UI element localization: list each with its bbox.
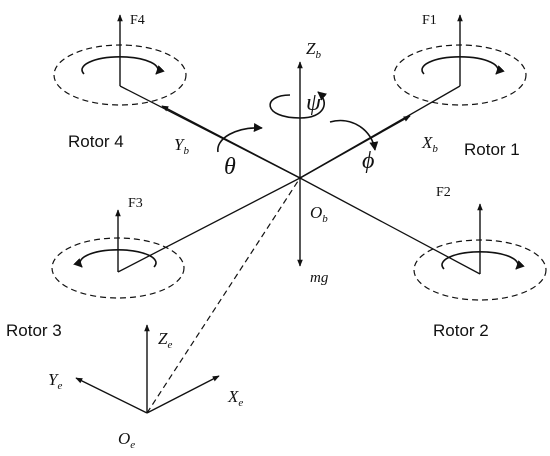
yaw-label: ψ	[306, 90, 322, 116]
ob-label: Ob	[310, 203, 328, 225]
rotor-label-1: Rotor 1	[464, 140, 520, 159]
body-axes	[161, 61, 411, 267]
pitch-label: θ	[224, 154, 236, 180]
xe-axis-arrow	[146, 375, 220, 414]
position-vector-dashed	[146, 177, 301, 414]
rotor-2	[413, 203, 547, 301]
pitch-rotation-arrow	[217, 123, 263, 153]
oe-label: Oe	[118, 429, 135, 451]
body-arms	[117, 85, 481, 275]
force-label-f4: F4	[130, 13, 145, 28]
rotor-label-4: Rotor 4	[68, 132, 124, 151]
roll-rotation-arrow	[329, 119, 379, 151]
ye-axis-arrow	[75, 377, 148, 414]
rotor-4	[53, 14, 187, 106]
arm-rotor-2	[299, 177, 481, 275]
ze-label: Ze	[158, 329, 172, 351]
rotor-3	[51, 209, 185, 299]
earth-axes	[75, 324, 220, 414]
xb-axis-arrow	[299, 115, 411, 179]
yb-axis-arrow	[161, 105, 301, 179]
rotor-label-3: Rotor 3	[6, 321, 62, 340]
yaw-rotation-arrow	[269, 91, 328, 119]
xe-label: Xe	[227, 387, 243, 409]
force-label-f3: F3	[128, 196, 143, 211]
xb-label: Xb	[421, 133, 438, 155]
arm-rotor-3	[117, 177, 301, 273]
roll-label: ϕ	[362, 148, 374, 174]
zb-label: Zb	[306, 39, 321, 61]
yb-label: Yb	[174, 135, 189, 157]
rotor-1	[393, 14, 527, 106]
ye-label: Ye	[48, 370, 62, 392]
force-label-f1: F1	[422, 13, 437, 28]
rotor-label-2: Rotor 2	[433, 321, 489, 340]
gravity-label: mg	[310, 270, 329, 286]
force-label-f2: F2	[436, 185, 451, 200]
